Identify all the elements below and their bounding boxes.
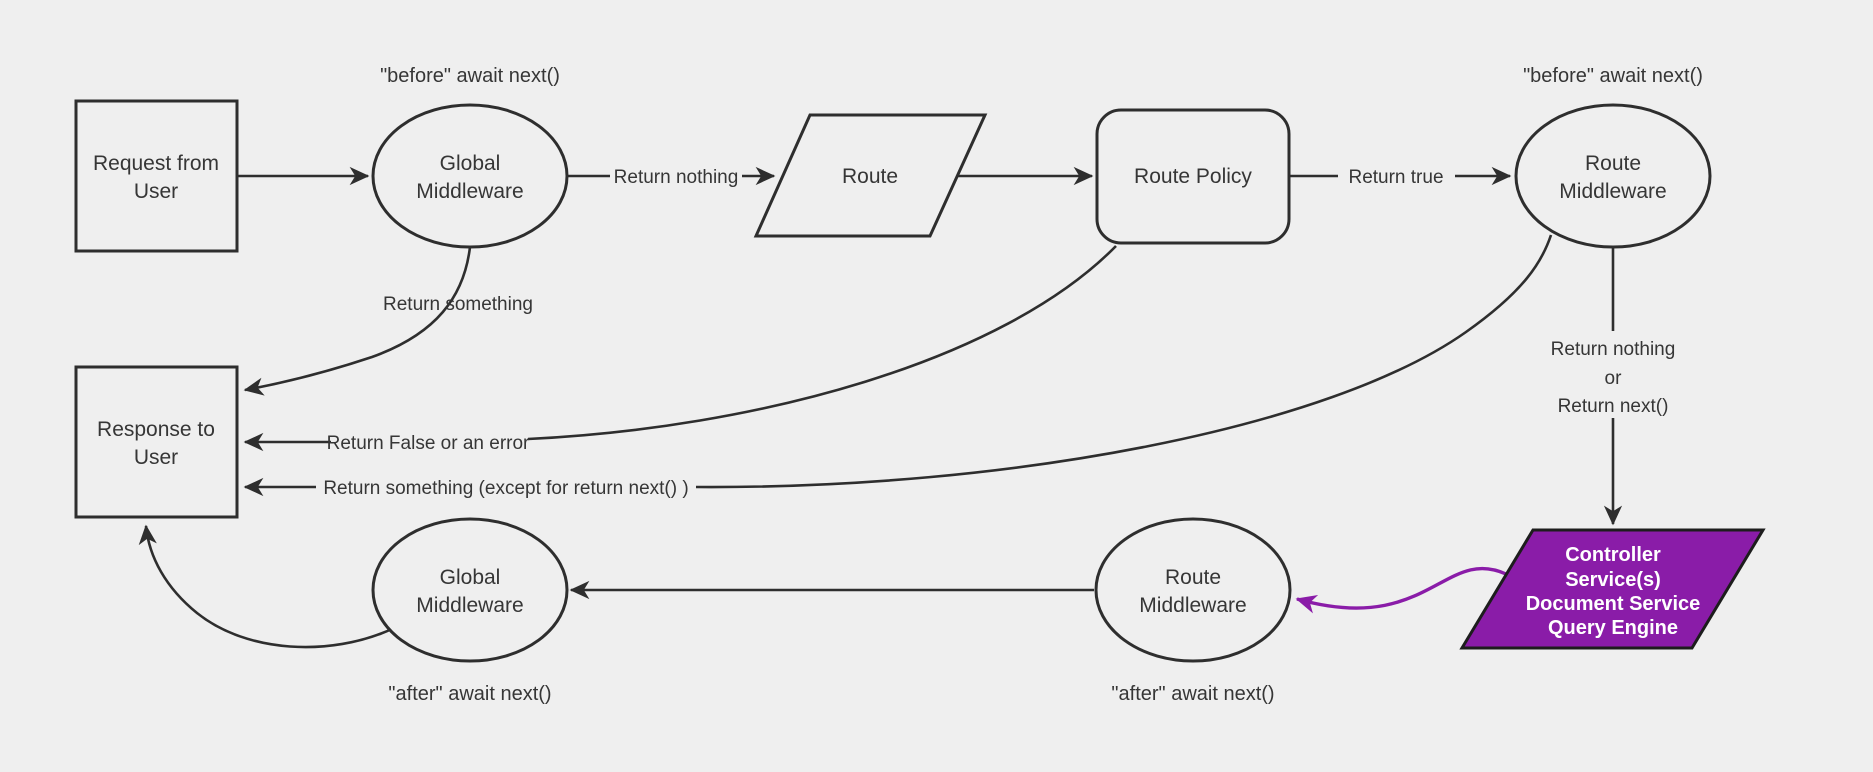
annotation-before-await-right: "before" await next() xyxy=(1523,65,1703,87)
node-controller-label-line1: Controller xyxy=(1565,544,1661,566)
edge-controller-to-routemw-after xyxy=(1295,566,1507,614)
node-route xyxy=(753,113,988,238)
edge-globalmw-after-to-response xyxy=(138,524,393,649)
edge-label-return-nothing-or-line1: Return nothing xyxy=(1551,339,1676,360)
edge-label-return-something-except: Return something (except for return next… xyxy=(323,478,688,499)
node-route-policy xyxy=(1095,108,1291,245)
edge-return-false-curve xyxy=(527,245,1117,441)
node-request-from-user xyxy=(74,99,239,253)
node-route-middleware-before xyxy=(1514,103,1712,249)
node-routemw-after-label-line1: Route xyxy=(1165,566,1221,589)
edge-label-return-nothing-or-line2: or xyxy=(1605,368,1623,389)
edge-label-return-nothing: Return nothing xyxy=(614,167,739,188)
node-route-policy-label: Route Policy xyxy=(1134,165,1252,188)
node-response-label-line2: User xyxy=(134,446,178,469)
edge-return-except-curve xyxy=(695,234,1553,489)
node-controller-label-line3: Document Service xyxy=(1526,593,1701,615)
node-globalmw-before-label-line1: Global xyxy=(440,152,501,175)
node-global-middleware-before xyxy=(371,103,569,249)
node-request-label-line1: Request from xyxy=(93,152,219,175)
node-global-middleware-after xyxy=(371,517,569,663)
edge-label-return-false-or-error: Return False or an error xyxy=(327,433,530,454)
edges xyxy=(138,166,1623,649)
annotation-after-await-right: "after" await next() xyxy=(1111,683,1274,705)
node-response-to-user xyxy=(74,365,239,519)
edge-label-return-true: Return true xyxy=(1348,167,1443,188)
nodes: Request from User Global Middleware Rout… xyxy=(74,99,1766,663)
node-response-label-line1: Response to xyxy=(97,418,215,441)
annotation-before-await-left: "before" await next() xyxy=(380,65,560,87)
node-controller-label-line4: Query Engine xyxy=(1548,617,1678,639)
annotation-after-await-left: "after" await next() xyxy=(388,683,551,705)
node-globalmw-after-label-line1: Global xyxy=(440,566,501,589)
node-globalmw-before-label-line2: Middleware xyxy=(416,180,523,203)
node-routemw-before-label-line1: Route xyxy=(1585,152,1641,175)
node-request-label-line2: User xyxy=(134,180,178,203)
node-routemw-after-label-line2: Middleware xyxy=(1139,594,1246,617)
node-route-middleware-after xyxy=(1094,517,1292,663)
node-route-label: Route xyxy=(842,165,898,188)
edge-return-something xyxy=(243,246,472,396)
edge-label-return-nothing-or-line3: Return next() xyxy=(1558,396,1669,417)
labels: "before" await next() "before" await nex… xyxy=(323,65,1703,705)
node-controller-label-line2: Service(s) xyxy=(1565,569,1661,591)
node-routemw-before-label-line2: Middleware xyxy=(1559,180,1666,203)
edge-label-return-something: Return something xyxy=(383,294,533,315)
node-globalmw-after-label-line2: Middleware xyxy=(416,594,523,617)
node-controller-services xyxy=(1459,528,1766,650)
